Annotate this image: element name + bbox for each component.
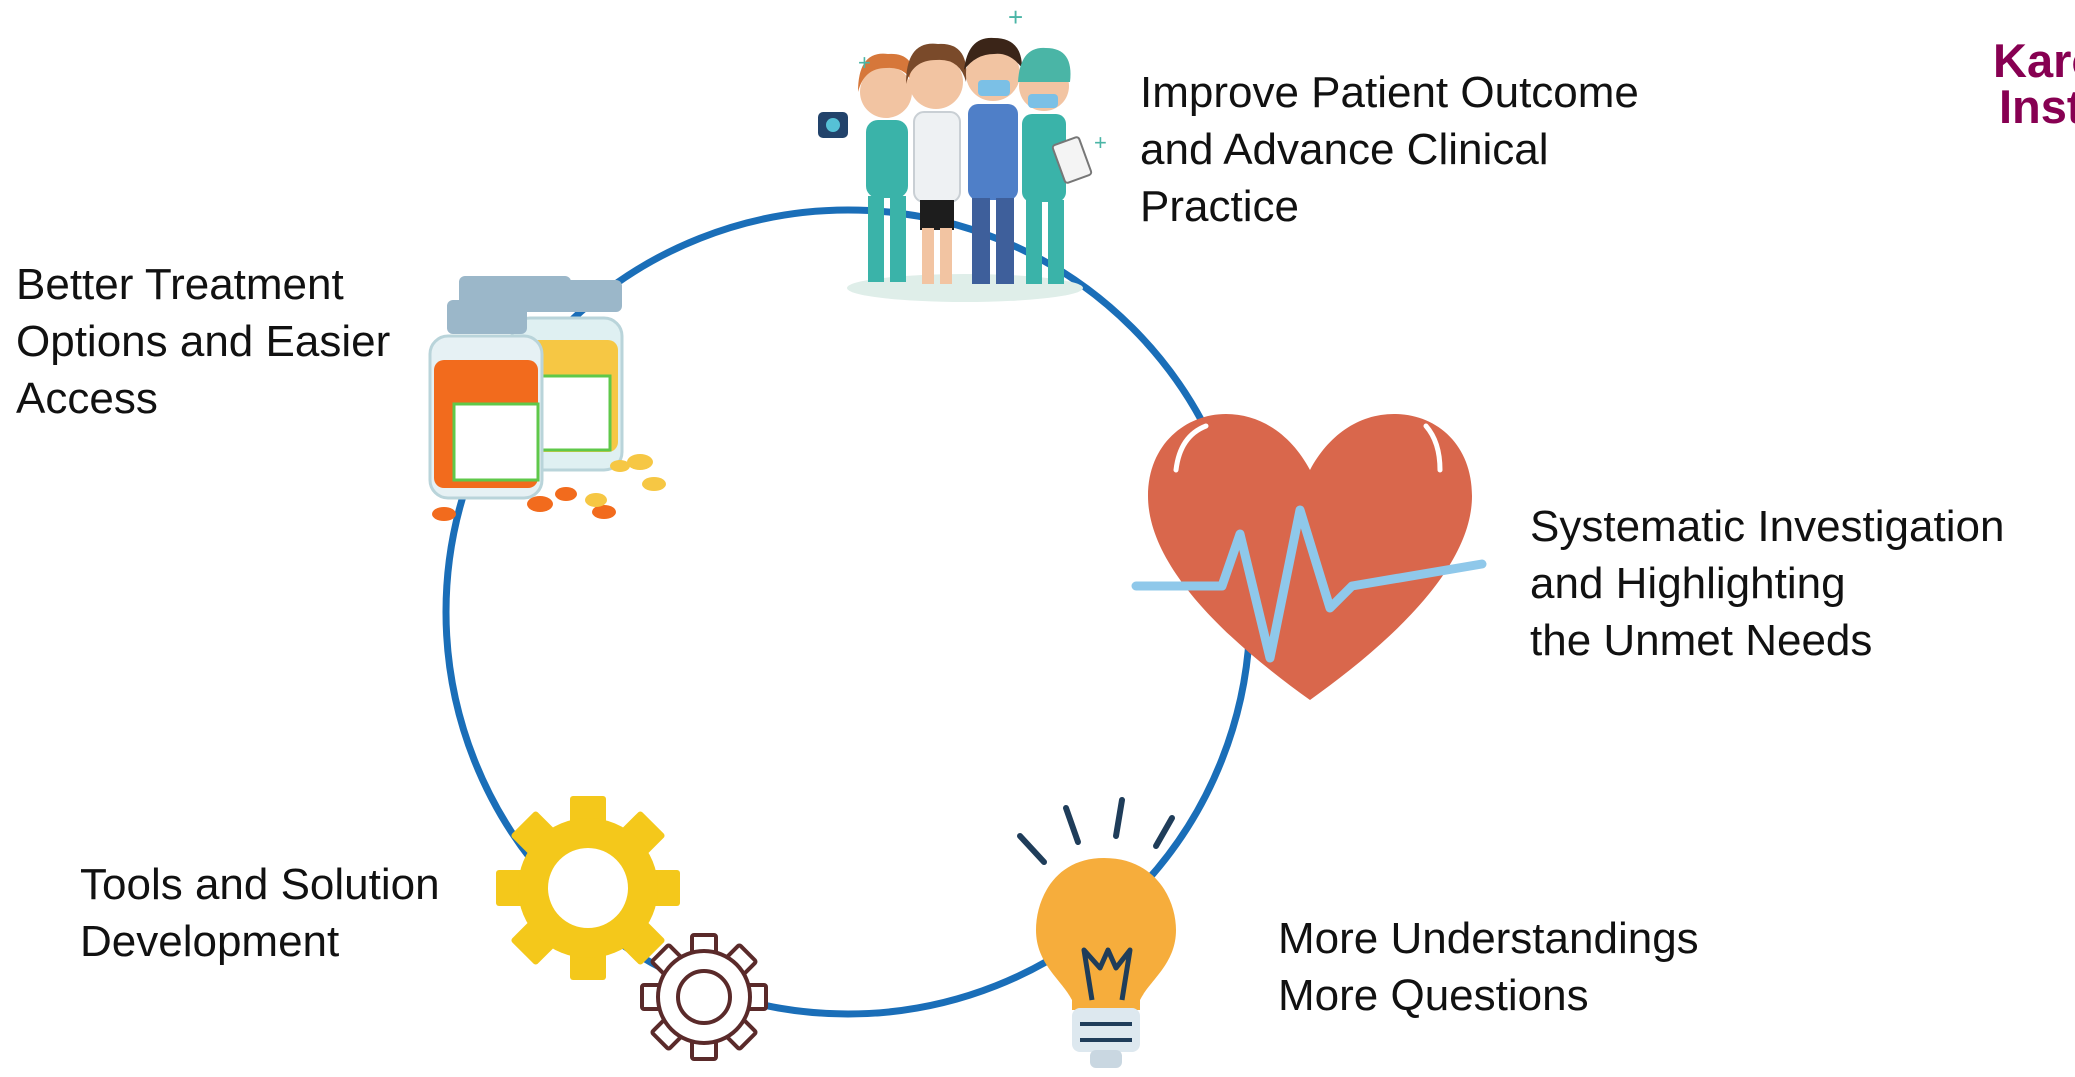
stage-label-line: and Advance Clinical: [1140, 125, 1549, 174]
logo-line-2: Institutet: [1999, 80, 2075, 133]
stage-label-line: Systematic Investigation: [1530, 502, 2005, 551]
logo-line-1: Karolinska: [1993, 36, 2075, 87]
medicine-bottles-icon: [428, 276, 666, 521]
stage-label-line: Development: [80, 917, 340, 966]
heart-pulse-icon: [1131, 414, 1487, 700]
stage-label-line: Better Treatment: [16, 260, 344, 309]
stage-label-line: Improve Patient Outcome: [1140, 68, 1639, 117]
stage-label-unmet-needs: Systematic Investigation and Highlightin…: [1530, 498, 2004, 669]
svg-text:+: +: [858, 50, 871, 75]
stage-label-line: Tools and Solution: [80, 860, 440, 909]
stage-label-better-treatment: Better Treatment Options and Easier Acce…: [16, 256, 390, 427]
healthcare-team-icon: + + +: [818, 2, 1107, 302]
stage-label-line: Access: [16, 374, 158, 423]
stage-label-line: Options and Easier: [16, 317, 391, 366]
svg-text:+: +: [1008, 2, 1023, 32]
lightbulb-icon: [1017, 797, 1176, 1068]
stage-label-line: More Questions: [1278, 971, 1589, 1020]
stage-label-line: Practice: [1140, 182, 1299, 231]
stage-label-more-questions: More Understandings More Questions: [1278, 910, 1699, 1024]
stage-label-line: More Understandings: [1278, 914, 1699, 963]
stage-label-tools-development: Tools and Solution Development: [80, 856, 440, 970]
stage-label-line: the Unmet Needs: [1530, 616, 1873, 665]
stage-label-line: and Highlighting: [1530, 559, 1846, 608]
karolinska-logo: Karolinska Institutet: [1985, 36, 2075, 146]
gears-icon: [496, 796, 768, 1061]
stage-label-patient-outcome: Improve Patient Outcome and Advance Clin…: [1140, 64, 1639, 235]
svg-text:+: +: [1094, 130, 1107, 155]
